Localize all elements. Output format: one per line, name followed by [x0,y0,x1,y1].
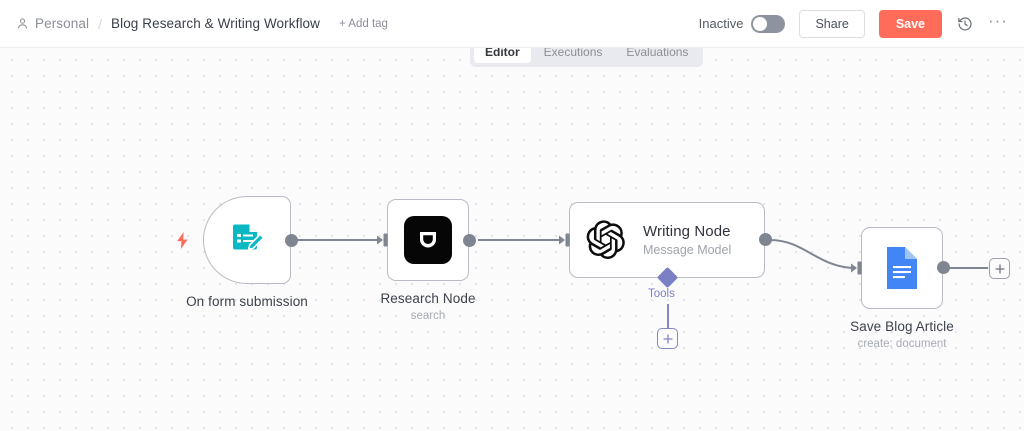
workflow-canvas[interactable]: On form submission Re [0,48,1024,431]
node-caption: On form submission [186,294,308,309]
tools-label: Tools [648,288,675,300]
node-caption: Save Blog Article create: document [850,319,954,350]
tavily-logo-icon [404,216,452,264]
node-title: Research Node [380,291,476,306]
node-title: On form submission [186,294,308,309]
output-port[interactable] [285,234,298,247]
output-port[interactable] [463,234,476,247]
breadcrumb-project[interactable]: Personal [35,16,90,31]
tab-evaluations[interactable]: Evaluations [626,45,689,59]
connection-edges [296,239,988,269]
output-port[interactable] [937,261,950,274]
node-title: Save Blog Article [850,319,954,334]
node-text: Writing Node Message Model [643,223,731,257]
node-body[interactable] [203,196,291,284]
node-on-form-submission[interactable]: On form submission [177,196,308,309]
openai-logo-icon [586,219,628,261]
save-button[interactable]: Save [878,9,943,38]
ellipsis-icon[interactable]: ··· [988,10,1008,30]
share-button[interactable]: Share [799,9,865,38]
activation-label: Inactive [698,16,744,31]
add-tool-button[interactable] [657,328,678,349]
top-header: Personal / Blog Research & Writing Workf… [0,0,1024,48]
breadcrumb: Personal / Blog Research & Writing Workf… [0,16,388,32]
node-subtitle: search [410,310,446,322]
input-port[interactable] [851,261,864,275]
node-caption: Research Node search [380,291,475,322]
node-body[interactable] [861,227,943,309]
lightning-bolt-icon [176,232,189,249]
node-subtitle: Message Model [643,243,732,257]
add-tag-button[interactable]: + Add tag [339,17,388,30]
input-port[interactable] [377,233,390,247]
input-port[interactable] [559,233,572,247]
activation-control: Inactive [698,14,786,33]
node-title: Writing Node [643,223,731,240]
activation-toggle[interactable] [751,14,786,33]
tools-connector-line [667,304,669,328]
node-writing-node[interactable]: Writing Node Message Model Tools [559,202,772,349]
add-node-button[interactable] [989,258,1010,279]
google-docs-icon [883,245,921,291]
toggle-knob [753,16,768,31]
form-pencil-icon [227,220,267,260]
breadcrumb-separator: / [98,15,102,32]
node-subtitle: create: document [857,338,947,350]
user-icon [16,17,29,30]
history-clock-icon[interactable] [956,15,974,33]
workflow-title[interactable]: Blog Research & Writing Workflow [110,16,321,31]
header-actions: Inactive Share Save ··· [698,9,1024,38]
node-save-blog-article[interactable]: Save Blog Article create: document [850,227,954,350]
node-body[interactable] [387,199,469,281]
tab-executions[interactable]: Executions [543,45,603,59]
output-port[interactable] [759,233,772,246]
node-research-node[interactable]: Research Node search [377,199,476,322]
